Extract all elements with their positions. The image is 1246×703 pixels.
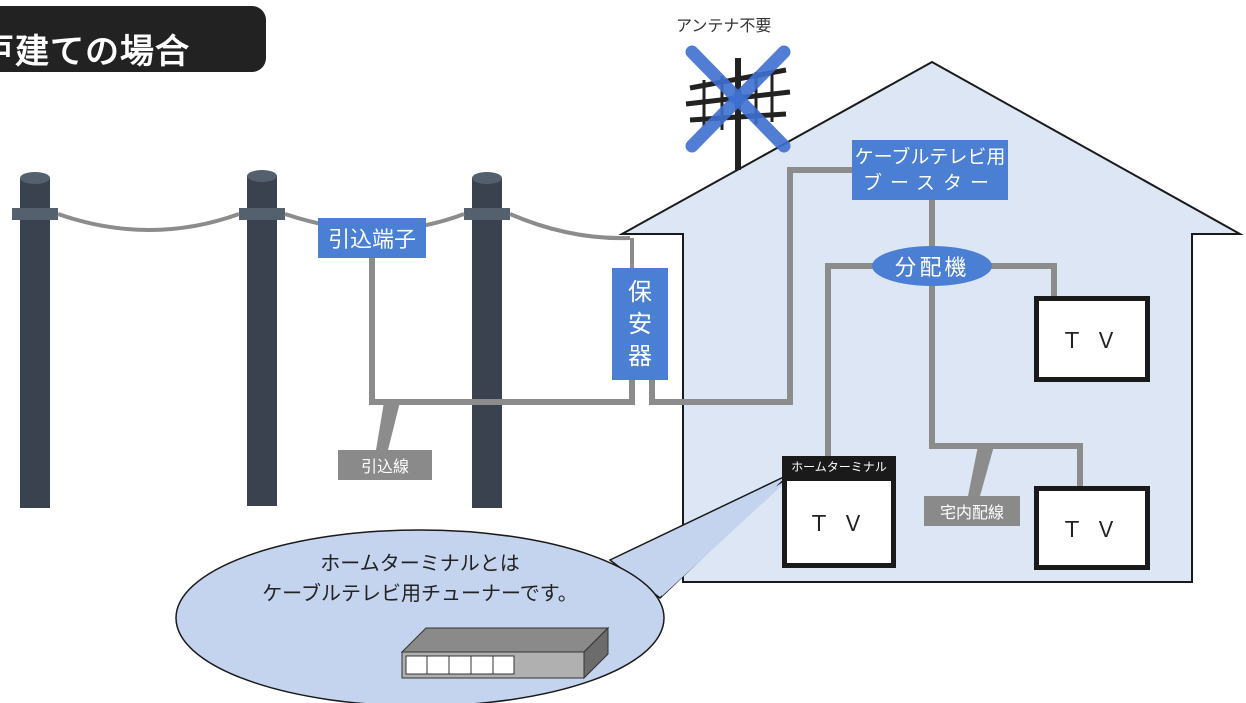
bubble-text-line1: ホームターミナルとは	[320, 551, 520, 575]
lead-in-terminal-box: 引込端子	[318, 218, 426, 258]
home-terminal-box: ホームターミナル	[782, 456, 896, 476]
booster-box: ケーブルテレビ用 ブースター	[852, 140, 1008, 200]
lead-in-wire	[369, 258, 635, 405]
tv-label: ＴＶ	[807, 512, 876, 537]
indoor-wiring-right	[986, 263, 1057, 300]
booster-label-line1: ケーブルテレビ用	[854, 146, 1006, 168]
cross-out-icon	[685, 45, 791, 153]
protector-to-booster-cable	[649, 167, 852, 405]
tuner-device-icon	[400, 626, 610, 680]
protector-label: 保 安 器	[628, 278, 652, 370]
antenna-unneeded-label: アンテナ不要	[676, 16, 772, 35]
indoor-wiring-badge: 宅内配線	[924, 496, 1020, 526]
page-title: 戸建ての場合	[0, 32, 190, 72]
lead-in-wire-label: 引込線	[360, 457, 409, 476]
protector-box: 保 安 器	[612, 268, 668, 380]
tv-label: ＴＶ	[1060, 329, 1129, 354]
lead-in-terminal-label: 引込端子	[327, 228, 416, 253]
utility-pole	[239, 170, 285, 506]
utility-pole	[464, 172, 510, 508]
bubble-text-line2: ケーブルテレビ用チューナーです。	[262, 581, 578, 605]
home-terminal-label: ホームターミナル	[791, 459, 887, 474]
indoor-wiring-down	[929, 284, 1083, 490]
indoor-wiring-left	[825, 263, 880, 462]
indoor-wiring-label: 宅内配線	[939, 503, 1004, 522]
tv-screen: ＴＶ	[1034, 296, 1150, 382]
tv-label: ＴＶ	[1060, 518, 1129, 543]
title-banner: 戸建ての場合	[0, 6, 266, 72]
splitter-label: 分配機	[894, 256, 970, 281]
bubble-text: ホームターミナルとは ケーブルテレビ用チューナーです。	[200, 548, 640, 608]
lead-in-wire-badge: 引込線	[338, 450, 432, 480]
splitter-ellipse: 分配機	[872, 246, 992, 286]
tv-screen: ＴＶ	[782, 476, 896, 568]
booster-label-line2: ブースター	[862, 172, 998, 194]
utility-pole	[12, 172, 58, 508]
tv-screen: ＴＶ	[1034, 486, 1150, 570]
